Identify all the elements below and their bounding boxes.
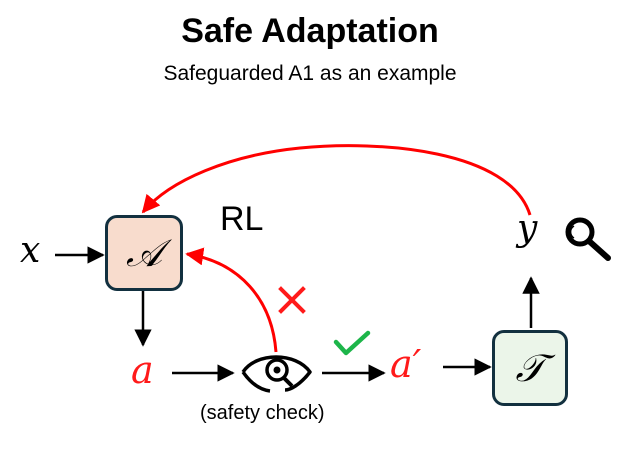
arrow-reject-feedback bbox=[185, 247, 278, 353]
safe-action-a-prime: a′ bbox=[390, 342, 422, 386]
action-a: a bbox=[131, 348, 154, 392]
safety-check-caption: (safety check) bbox=[200, 402, 325, 424]
diagram-subtitle: Safeguarded A1 as an example bbox=[163, 62, 457, 85]
transition-label: 𝒯 bbox=[515, 345, 545, 390]
transition-box[interactable]: 𝒯 bbox=[492, 330, 568, 406]
red-x-icon bbox=[278, 286, 306, 314]
agent-box[interactable]: 𝒜 bbox=[105, 215, 183, 291]
arrow-rl-feedback bbox=[141, 144, 532, 216]
input-x: x bbox=[20, 230, 41, 271]
eye-magnifier-icon bbox=[241, 355, 312, 393]
rl-label: RL bbox=[220, 200, 264, 238]
output-y: y bbox=[517, 208, 538, 249]
green-check-icon bbox=[333, 330, 371, 356]
magnifier-icon bbox=[565, 217, 611, 261]
agent-label: 𝒜 bbox=[126, 230, 162, 275]
diagram-title: Safe Adaptation bbox=[181, 12, 439, 50]
